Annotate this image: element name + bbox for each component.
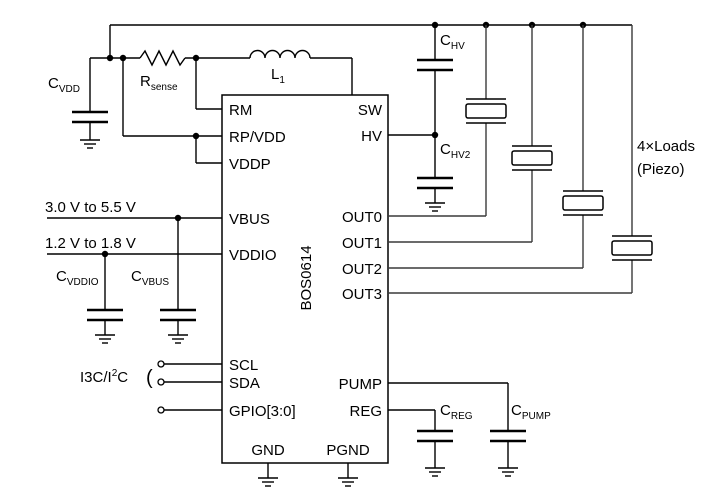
label-c-vddio: CVDDIO — [56, 268, 99, 288]
loads-label-line2: (Piezo) — [637, 161, 685, 178]
junction-dot — [431, 21, 439, 29]
pin-reg: REG — [349, 403, 382, 420]
ground-icon — [80, 139, 100, 149]
junction-dot — [119, 54, 127, 62]
pin-pgnd: PGND — [326, 442, 370, 459]
c-hv2-capacitor — [417, 176, 453, 190]
label-c-vdd: CVDD — [48, 75, 80, 95]
label-c-hv: CHV — [440, 32, 465, 52]
r-sense-resistor-zigzag — [139, 49, 186, 67]
junction-dot — [174, 214, 182, 222]
pin-scl: SCL — [229, 357, 258, 374]
label-c-hv2: CHV2 — [440, 141, 471, 161]
io-wires — [164, 363, 222, 411]
pin-sw: SW — [358, 102, 383, 119]
label-r-sense: Rsense — [140, 73, 178, 93]
ground-icon — [168, 334, 188, 344]
pump-reg-wires — [267, 382, 509, 478]
pin-gpio: GPIO[3:0] — [229, 403, 296, 420]
scl-terminal — [157, 360, 165, 368]
sda-terminal — [157, 378, 165, 386]
ground-icon — [425, 202, 445, 212]
pin-pump: PUMP — [339, 376, 382, 393]
gpio-terminal — [157, 406, 165, 414]
top-net-wires — [89, 24, 632, 203]
pin-gnd: GND — [251, 442, 285, 459]
piezo-load-wires — [388, 25, 633, 294]
junction-dot — [106, 54, 114, 62]
junction-dot — [431, 131, 439, 139]
pin-vddio: VDDIO — [229, 247, 277, 264]
pin-out3: OUT3 — [342, 286, 382, 303]
label-l1: L1 — [271, 66, 285, 86]
c-reg-capacitor — [417, 429, 453, 443]
label-c-reg: CREG — [440, 402, 473, 422]
piezo-load-0 — [465, 98, 507, 124]
c-hv-capacitor — [417, 58, 453, 72]
ground-icon — [338, 477, 358, 487]
loads-label-line1: 4×Loads — [637, 138, 695, 155]
junction-dot — [192, 132, 200, 140]
piezo-load-3 — [611, 235, 653, 261]
bus-label: I3C/I2C — [80, 368, 128, 386]
c-pump-capacitor — [490, 429, 526, 443]
ground-icon — [258, 477, 278, 487]
l1-inductor — [249, 49, 311, 59]
supply-wires — [47, 217, 222, 335]
pin-sda: SDA — [229, 375, 260, 392]
c-vbus-capacitor — [160, 308, 196, 322]
piezo-load-2 — [562, 190, 604, 216]
ground-icon — [95, 334, 115, 344]
pin-vddp: VDDP — [229, 156, 271, 173]
junction-dot — [101, 250, 109, 258]
pin-rp-vdd: RP/VDD — [229, 129, 286, 146]
label-c-vbus: CVBUS — [131, 268, 169, 288]
ground-icon — [425, 467, 445, 477]
pin-hv: HV — [361, 128, 382, 145]
junction-dot — [192, 54, 200, 62]
ground-icon — [498, 467, 518, 477]
pin-rm: RM — [229, 102, 252, 119]
pin-out0: OUT0 — [342, 209, 382, 226]
vddio-supply-label: 1.2 V to 1.8 V — [45, 235, 136, 252]
pin-out1: OUT1 — [342, 235, 382, 252]
bus-bracket: ( — [146, 367, 153, 389]
chip-body — [221, 94, 389, 464]
chip-name: BOS0614 — [298, 245, 315, 310]
c-vddio-capacitor — [87, 308, 123, 322]
pin-out2: OUT2 — [342, 261, 382, 278]
vbus-supply-label: 3.0 V to 5.5 V — [45, 199, 136, 216]
label-c-pump: CPUMP — [511, 402, 551, 422]
c-vdd-capacitor — [72, 110, 108, 124]
pin-vbus: VBUS — [229, 211, 270, 228]
piezo-load-1 — [511, 145, 553, 171]
